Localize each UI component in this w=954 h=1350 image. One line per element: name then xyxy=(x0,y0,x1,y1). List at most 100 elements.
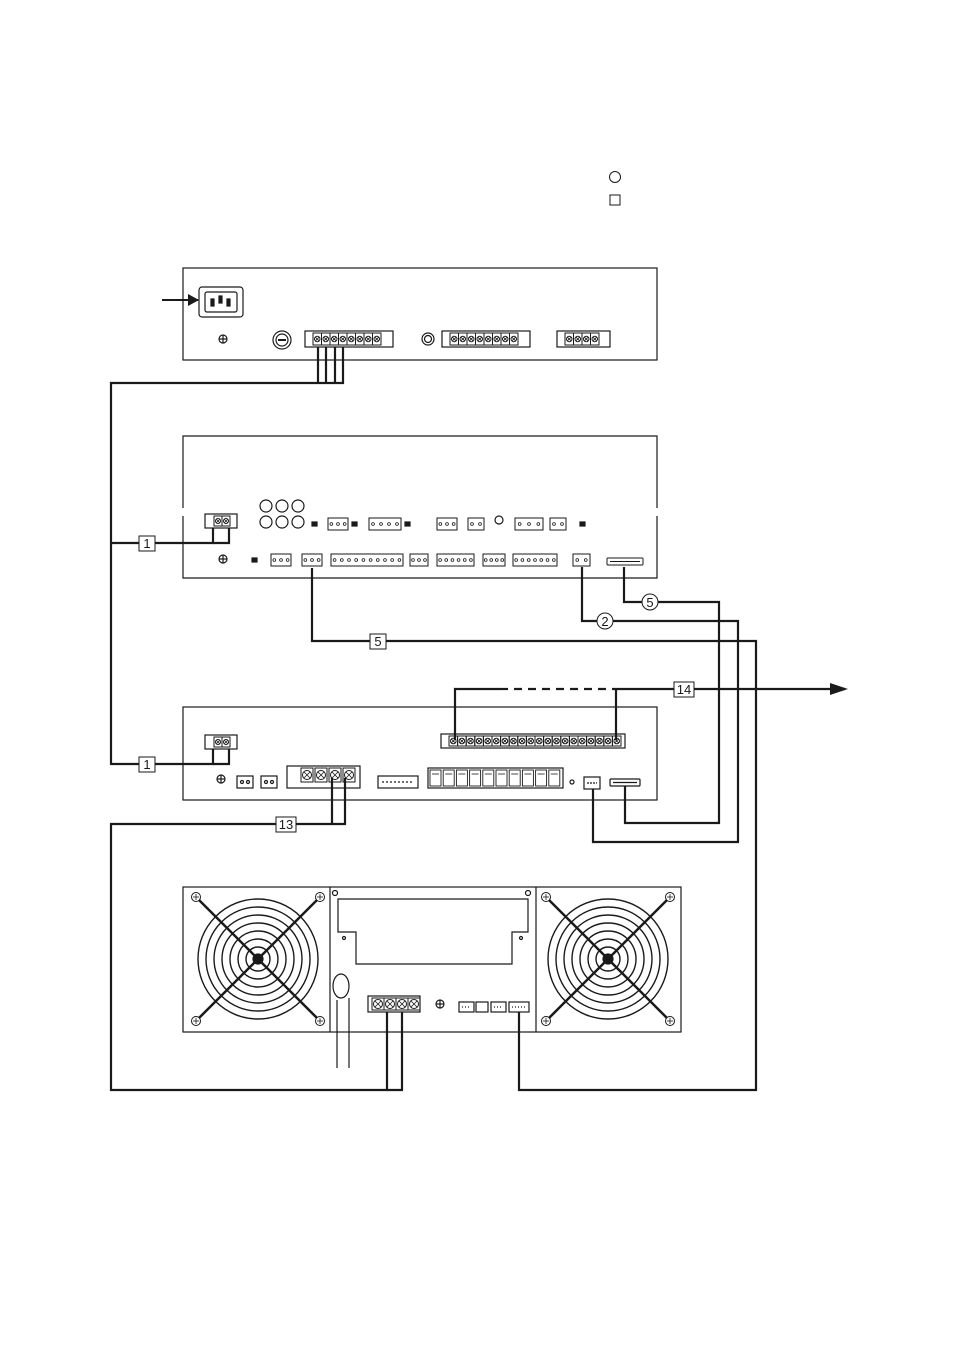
connector-block xyxy=(410,554,428,566)
connector-pin xyxy=(376,559,379,562)
led-mark xyxy=(312,522,317,526)
connector-pin xyxy=(484,559,487,562)
connector-block xyxy=(328,518,348,530)
unit-interface xyxy=(183,707,657,800)
connector-pin xyxy=(463,559,466,562)
connector-row-upper-control xyxy=(312,518,585,530)
indicator-led xyxy=(570,780,574,784)
connector-pin xyxy=(388,523,391,526)
unit-power-supply xyxy=(162,268,657,360)
control-port-interface xyxy=(584,777,600,789)
connector-pin xyxy=(355,559,358,562)
connector-pin xyxy=(540,559,543,562)
round-jack-group xyxy=(260,500,304,528)
zone-connector-cell xyxy=(536,770,547,786)
terminal-strip-psu-right xyxy=(557,331,610,347)
power-cord-grommet xyxy=(333,974,349,1068)
connector-pin xyxy=(561,523,564,526)
cable-5-circle xyxy=(624,567,719,823)
label-box-1-upper: 1 xyxy=(139,536,155,551)
connector-pin xyxy=(528,523,531,526)
connector-pin xyxy=(280,559,283,562)
label-box-5-text: 5 xyxy=(374,634,381,649)
cable-2-circle xyxy=(582,567,738,842)
connector-pin xyxy=(452,523,455,526)
led-mark xyxy=(352,522,357,526)
led-mark xyxy=(405,522,410,526)
amp-control-connectors xyxy=(459,1002,529,1012)
cable-14 xyxy=(455,689,500,740)
connector-pin xyxy=(412,559,415,562)
unit-control xyxy=(183,436,657,578)
connector-pin xyxy=(584,559,587,562)
ground-screw-icon xyxy=(219,555,227,563)
amp-input-terminal xyxy=(368,996,444,1012)
zone-connector-row xyxy=(428,768,563,788)
label-box-14-text: 14 xyxy=(677,682,691,697)
label-box-13: 13 xyxy=(276,817,296,832)
connector-pin xyxy=(391,559,394,562)
connector-block xyxy=(513,554,557,566)
connector-pin xyxy=(479,523,482,526)
label-circle-2: 2 xyxy=(597,613,613,629)
fuse-holder xyxy=(273,331,291,349)
connector-pin xyxy=(471,523,474,526)
connector-pin xyxy=(457,559,460,562)
small-connectors-interface xyxy=(237,776,277,788)
connector-pin xyxy=(337,523,340,526)
speaker-output-terminal xyxy=(287,766,360,788)
label-box-13-text: 13 xyxy=(279,817,293,832)
cables xyxy=(111,347,845,1090)
connector-pin xyxy=(518,523,521,526)
unit-control-panel xyxy=(183,436,657,578)
connector-pin xyxy=(552,559,555,562)
connector-pin xyxy=(286,559,289,562)
label-box-5: 5 xyxy=(370,634,386,649)
connector-pin xyxy=(398,559,401,562)
connector-pin xyxy=(576,559,579,562)
label-box-1-lower-text: 1 xyxy=(143,757,150,772)
connector-pin xyxy=(333,559,336,562)
connector-pin xyxy=(439,559,442,562)
legend xyxy=(610,172,621,206)
connector-block xyxy=(331,554,403,566)
connector-pin xyxy=(343,523,346,526)
ground-screw-icon xyxy=(436,1000,444,1008)
connector-pin xyxy=(384,559,387,562)
connector-pin xyxy=(362,559,365,562)
square-symbol-icon xyxy=(610,195,620,205)
zone-connector-cell xyxy=(496,770,507,786)
cable-13 xyxy=(111,778,402,1090)
connector-pin xyxy=(521,559,524,562)
led-mark xyxy=(580,522,585,526)
connector-block xyxy=(437,518,457,530)
connector-pin xyxy=(304,559,307,562)
connector-pin xyxy=(273,559,276,562)
label-box-1-lower: 1 xyxy=(139,757,155,772)
connector-pin xyxy=(527,559,530,562)
connector-block xyxy=(437,554,474,566)
connector-pin xyxy=(490,559,493,562)
cable-psu-bus xyxy=(111,347,343,765)
connector-pin xyxy=(418,559,421,562)
label-circle-5: 5 xyxy=(642,594,658,610)
zone-connector-cell xyxy=(443,770,454,786)
connector-pin xyxy=(537,523,540,526)
terminal-strip-psu-mid xyxy=(442,331,530,347)
connector-pin xyxy=(311,559,314,562)
connector-pin xyxy=(446,523,449,526)
fan-right-icon xyxy=(542,893,675,1026)
connector-pin xyxy=(348,559,351,562)
unit-power-amplifier xyxy=(183,887,681,1068)
zone-connector-cell xyxy=(509,770,520,786)
zone-connector-cell xyxy=(456,770,467,786)
circle-symbol-icon xyxy=(610,172,621,183)
label-box-1-upper-text: 1 xyxy=(143,536,150,551)
connector-block xyxy=(483,554,505,566)
cable-1-control xyxy=(111,528,213,543)
connector-pin xyxy=(445,559,448,562)
multi-pin-connector xyxy=(378,776,418,788)
connector-pin xyxy=(396,523,399,526)
connector-pin xyxy=(534,559,537,562)
connector-block xyxy=(302,554,322,566)
